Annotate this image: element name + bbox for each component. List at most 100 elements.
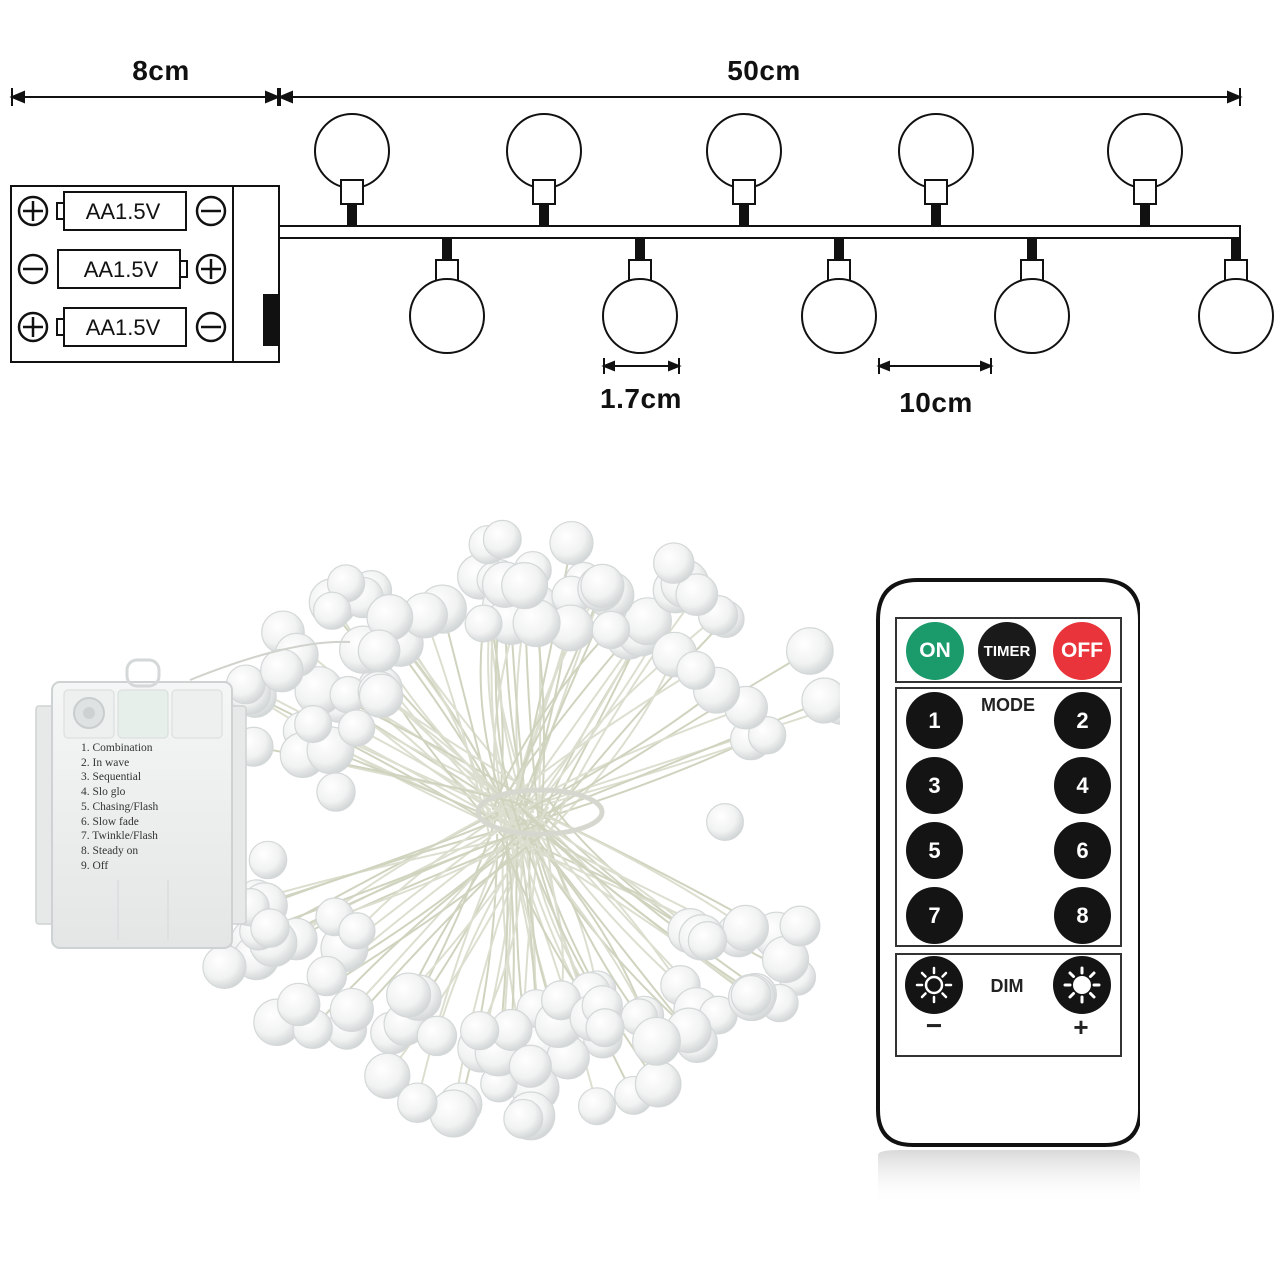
mode-button-1[interactable]: 1 [906,692,963,749]
battery-label: AA1.5V [85,199,161,224]
mode-item: 5. Chasing/Flash [81,800,159,813]
bulb-up [706,113,782,227]
mode-item: 9. Off [81,859,109,872]
mode-button-8[interactable]: 8 [1054,887,1111,944]
battery-1 [56,191,187,231]
mode-item: 4. Slo glo [81,786,126,799]
wire-strand [330,749,521,832]
battery-3 [56,307,187,347]
battery-2 [57,249,188,289]
string-length-label: 50cm [727,55,801,86]
photo-bulbs [202,519,840,1141]
dimension-arrow-10cm [876,358,994,374]
bulb [416,1015,458,1057]
bulb [676,650,716,690]
bulb-down [1198,237,1274,354]
dim-plus-label: + [1073,1012,1089,1042]
mode-label: MODE [981,695,1035,715]
bulb [591,610,631,650]
light-wire [278,225,1241,239]
wire-strand [547,838,682,987]
dim-minus-label: − [925,1010,943,1041]
wire-strand [523,829,646,1016]
wire-strand [523,689,718,813]
bulb [508,1044,552,1088]
bulb [276,982,321,1027]
bulb [482,519,522,559]
mode-button-7[interactable]: 7 [906,887,963,944]
wire-strand [517,836,752,997]
bulb [549,520,594,566]
minus-icon [195,195,227,227]
wire-strand [351,825,520,1011]
bulb [503,1098,544,1139]
bulb [464,604,503,643]
wire-strand [529,828,564,1001]
timer-button[interactable]: TIMER [978,622,1036,680]
mode-item: 2. In wave [81,756,130,769]
wire-strand [493,629,612,807]
string-light-schematic [9,88,1274,374]
mode-button-6[interactable]: 6 [1054,822,1111,879]
bulb [460,1011,500,1051]
mode-button-5[interactable]: 5 [906,822,963,879]
wire-strand [503,821,515,1031]
bulb [634,1060,682,1108]
bulb-up [1107,113,1183,227]
bulb [294,705,333,744]
sun-filled-icon [1063,966,1101,1004]
wire-strand [478,836,523,1032]
battery-box-switch [263,294,279,346]
bulb [248,840,288,880]
battery-label: AA1.5V [83,257,159,282]
wire-strand [416,808,519,1103]
bulb-diameter-label: 1.7cm [600,383,682,414]
bulb-up [506,113,582,227]
bulb [801,677,840,724]
bulb [585,1008,625,1048]
bulb [316,772,356,812]
mode-list: 1. Combination 2. In wave 3. Sequential … [81,741,158,873]
bulb-down [602,237,678,354]
dimension-arrow-50cm [277,88,1243,106]
bulb [785,627,834,675]
bulb-up [314,113,390,227]
mode-item: 1. Combination [81,742,153,754]
mode-button-4[interactable]: 4 [1054,757,1111,814]
plus-icon [17,311,49,343]
wire-strand [541,824,641,1018]
mode-item: 7. Twinkle/Flash [81,830,158,843]
wire-strand [356,727,541,841]
on-button[interactable]: ON [906,622,964,680]
dim-up-button[interactable] [1053,956,1111,1014]
mode-item: 3. Sequential [81,771,142,784]
bulb-down [994,237,1070,354]
bulb-up [898,113,974,227]
bulb [250,908,290,948]
minus-icon [195,311,227,343]
bulb [329,987,374,1033]
bulb [722,904,769,952]
dim-down-button[interactable] [905,956,963,1014]
wire-strand [547,654,676,833]
bulb [386,972,432,1018]
dimension-arrow-1-7cm [601,358,682,374]
bulb [577,1087,616,1126]
wire-strand [258,831,520,933]
bulb [260,648,304,693]
battery-case-cable [189,640,351,681]
bulb [202,944,247,990]
bulb [338,912,376,950]
bulb [306,955,348,997]
bulb-down [801,237,877,354]
bulb [730,974,772,1016]
controller-length-label: 8cm [132,55,190,86]
mode-button-2[interactable]: 2 [1054,692,1111,749]
bulb [397,1082,438,1124]
bulb [675,573,719,617]
plus-icon [17,195,49,227]
bulb [706,803,744,841]
off-button[interactable]: OFF [1053,622,1111,680]
mode-button-3[interactable]: 3 [906,757,963,814]
